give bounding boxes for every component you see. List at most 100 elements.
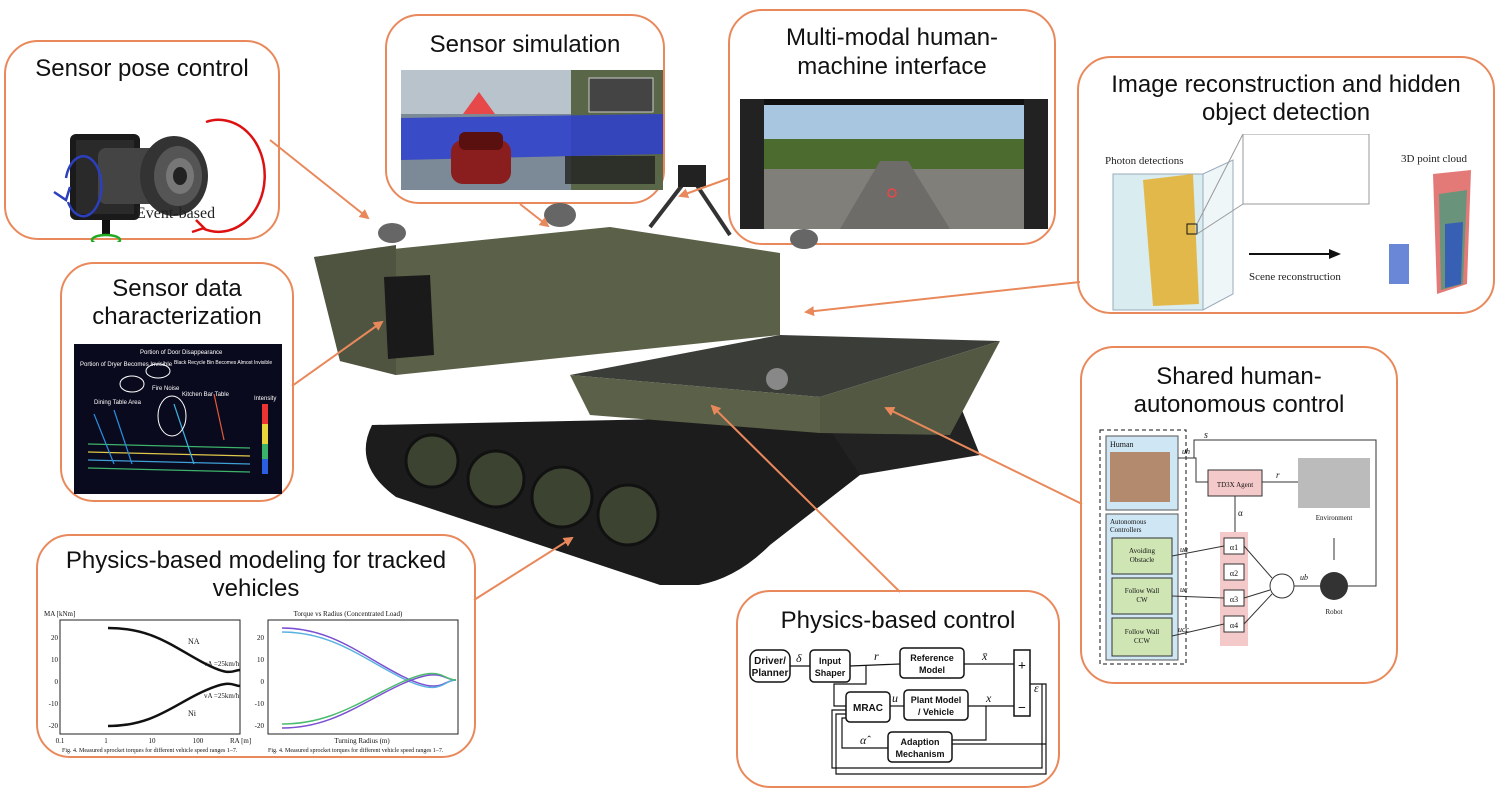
sym-minus: −	[1018, 701, 1026, 716]
plot1-ytick-20: 20	[51, 634, 59, 642]
alpha4: α4	[1230, 621, 1238, 630]
arrow-sensor-sim	[519, 203, 550, 228]
panel-sensor-pose-control: Sensor pose control Event-based	[4, 40, 280, 242]
sym-alpha: α	[1238, 508, 1243, 518]
agent-label: TD3X Agent	[1217, 481, 1253, 489]
plot2-ytick-neg20: -20	[255, 722, 265, 730]
panel-sensor-data: Sensor data characterization Portion of …	[60, 262, 294, 502]
plot1-xtick-1: 1	[104, 737, 108, 745]
sym-r: r	[874, 649, 879, 663]
simulation-screenshot	[401, 70, 663, 190]
event-based-label: Event-based	[136, 205, 215, 222]
panel-title: Sensor pose control	[35, 55, 249, 82]
arrow-hmi	[678, 177, 731, 198]
plot1-xtick-100: 100	[193, 737, 204, 745]
annotation-door: Portion of Door Disappearance	[140, 350, 223, 356]
reconstruction-illustration: Photon detections 3D point cloud Scene r…	[1105, 134, 1471, 311]
ref-1: Reference	[910, 653, 954, 663]
arrow-image-recon	[804, 281, 1081, 317]
plot1-caption: Fig. 4. Measured sprocket torques for di…	[62, 747, 238, 754]
adapt-2: Mechanism	[895, 749, 944, 759]
arrow-sensor-pose	[269, 139, 370, 220]
plot1-na: NA	[188, 637, 200, 646]
shaper-1: Input	[819, 656, 841, 666]
panel-sensor-simulation: Sensor simulation	[385, 14, 665, 204]
panel-image-reconstruction: Image reconstruction and hidden object d…	[1077, 56, 1495, 314]
driver-1: Driver/	[754, 656, 786, 667]
plot2-title: Torque vs Radius (Concentrated Load)	[294, 610, 403, 618]
3d-point-cloud-label: 3D point cloud	[1401, 153, 1467, 165]
plot1-ytick-neg10: -10	[49, 700, 59, 708]
controller-avoid-1: Avoiding	[1129, 547, 1155, 555]
plot1-ytick-neg20: -20	[49, 722, 59, 730]
scene-reconstruction-label: Scene reconstruction	[1249, 271, 1341, 283]
panel-title-line2: characterization	[92, 303, 262, 330]
panel-title-line1: Image reconstruction and hidden	[1111, 71, 1461, 98]
panel-physics-modeling: Physics-based modeling for tracked vehic…	[36, 534, 476, 758]
plot2-ytick-20: 20	[257, 634, 265, 642]
plot1-ytick-0: 0	[55, 678, 59, 686]
annotation-kitchen-bar: Kitchen Bar Table	[182, 392, 230, 398]
photon-detections-label: Photon detections	[1105, 155, 1184, 167]
panel-title: Physics-based control	[780, 607, 1016, 634]
sym-eps: ε	[1034, 681, 1039, 695]
sym-u: u	[892, 691, 898, 705]
plot1-note2: vA =25km/h	[204, 692, 240, 700]
panel-physics-control: Physics-based control Driver/ Planner In…	[736, 590, 1060, 788]
plot1-ytick-10: 10	[51, 656, 59, 664]
arrow-physics-control	[710, 404, 901, 593]
control-block-diagram: Driver/ Planner Input Shaper Reference M…	[749, 647, 1047, 775]
alpha3: α3	[1230, 595, 1238, 604]
sym-ucc: ucc	[1178, 625, 1190, 634]
sym-r: r	[1276, 470, 1280, 480]
sym-xbar: x̄	[981, 649, 988, 663]
autonomous-controllers-label2: Controllers	[1110, 526, 1142, 534]
annotation-dryer: Portion of Dryer Becomes Invisible	[80, 362, 173, 368]
panel-shared-control: Shared human- autonomous control Human A…	[1080, 346, 1398, 684]
plot2-caption: Fig. 4. Measured sprocket torques for di…	[268, 747, 444, 754]
sym-ahat: α̂	[860, 733, 871, 747]
tracked-vehicle-image	[314, 165, 1000, 585]
panel-title-line1: Sensor data	[112, 275, 242, 302]
panel-title-line2: machine interface	[797, 53, 987, 80]
plot1-xlabel: RA [m]	[230, 737, 251, 745]
adapt-1: Adaption	[901, 737, 940, 747]
sym-plus: +	[1018, 659, 1026, 674]
sym-s: s	[1204, 430, 1208, 441]
hmi-screenshot	[740, 99, 1048, 229]
arrow-physics-modeling	[473, 536, 574, 601]
plant-1: Plant Model	[911, 695, 962, 705]
plot2-ytick-0: 0	[261, 678, 265, 686]
alpha1: α1	[1230, 543, 1238, 552]
panel-title-line2: vehicles	[212, 575, 300, 602]
plot1-ni: Ni	[188, 709, 197, 718]
shared-control-block-diagram: Human Autonomous Controllers Avoiding Ob…	[1099, 429, 1377, 665]
lidar-scan-image: Portion of Door Disappearance Portion of…	[74, 344, 282, 494]
autonomous-controllers-label1: Autonomous	[1110, 518, 1146, 526]
panel-title-line2: autonomous control	[1133, 391, 1345, 418]
robot-label: Robot	[1325, 608, 1342, 616]
plot1-xtick-0.1: 0.1	[56, 737, 65, 745]
controller-cw-2: CW	[1136, 596, 1148, 604]
controller-ccw-2: CCW	[1134, 637, 1150, 645]
plot1-ylabel: MA [kNm]	[44, 610, 75, 618]
annotation-recycle-bin: Black Recycle Bin Becomes Almost Invisib…	[174, 360, 272, 366]
annotation-fire-noise: Fire Noise	[152, 386, 180, 392]
driver-2: Planner	[752, 668, 789, 679]
panel-title-line1: Shared human-	[1156, 363, 1322, 390]
sym-ub: ub	[1300, 573, 1308, 582]
controller-cw-1: Follow Wall	[1125, 587, 1160, 595]
torque-plots: MA [kNm] 20 10 0 -10 -20 0.1 1 10 100 RA…	[44, 610, 459, 754]
arrow-sensor-data	[291, 320, 384, 387]
intensity-label: Intensity	[254, 396, 276, 402]
mrac: MRAC	[853, 703, 883, 714]
shaper-2: Shaper	[815, 668, 846, 678]
arrow-shared-control	[884, 407, 1083, 505]
environment-label: Environment	[1316, 514, 1353, 522]
plot2-ytick-10: 10	[257, 656, 265, 664]
sym-ua: ua	[1180, 545, 1188, 554]
plot2-ytick-neg10: -10	[255, 700, 265, 708]
plant-2: / Vehicle	[918, 707, 954, 717]
ref-2: Model	[919, 665, 945, 675]
